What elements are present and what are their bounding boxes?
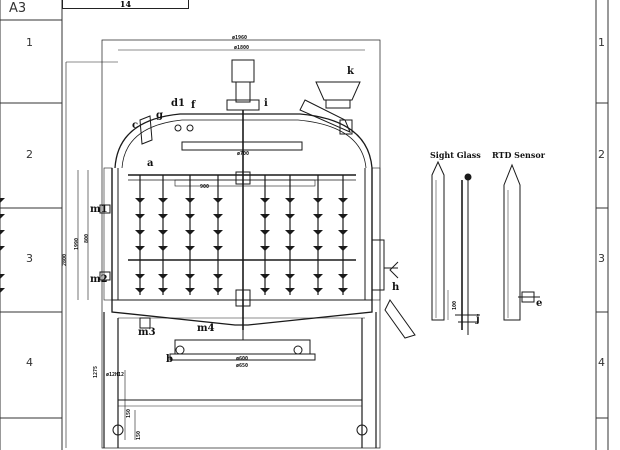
dim-100: 100 <box>452 300 458 310</box>
dim-1990: 1990 <box>74 237 80 250</box>
sight-glass-detail <box>431 160 480 335</box>
zone-left-4: 4 <box>26 356 33 369</box>
label-h: h <box>392 282 400 293</box>
label-m3: m3 <box>138 327 156 338</box>
label-m2: m2 <box>90 274 108 285</box>
dim-1960: ø1960 <box>232 35 248 41</box>
zone-right-4: 4 <box>598 356 605 369</box>
dim-900: 900 <box>200 184 210 190</box>
label-e: e <box>536 298 543 309</box>
rtd-sensor-title: RTD Sensor <box>492 150 545 160</box>
dim-650: ø650 <box>236 363 249 369</box>
zone-left-3: 3 <box>26 252 33 265</box>
label-m1: m1 <box>90 204 108 215</box>
dim-1800: ø1800 <box>234 45 250 51</box>
label-j: j <box>476 314 480 325</box>
sheet-size-label: A3 <box>9 1 27 16</box>
label-i: i <box>264 98 268 109</box>
label-c: c <box>132 120 139 131</box>
title-strip: 14 <box>62 0 189 9</box>
dim-2800: 2800 <box>62 253 68 266</box>
label-g: g <box>156 110 163 121</box>
hopper <box>299 81 361 133</box>
sight-glass-title: Sight Glass <box>430 150 481 160</box>
zone-left-1: 1 <box>26 36 33 49</box>
zone-right-1: 1 <box>598 36 605 49</box>
label-m4: m4 <box>197 323 215 334</box>
dim-800: 800 <box>84 233 90 243</box>
zone-right-2: 2 <box>598 148 605 161</box>
dim-600: ø600 <box>236 356 249 362</box>
dim-1275: 1275 <box>93 365 99 378</box>
dim-150: 150 <box>126 408 132 418</box>
dim-12h12: ø12H12 <box>106 372 125 378</box>
label-a: a <box>147 158 154 169</box>
agitator-rakes <box>139 175 344 295</box>
zone-right-3: 3 <box>598 252 605 265</box>
tank-body <box>65 39 381 449</box>
label-k: k <box>347 66 354 77</box>
dim-150-b: 150 <box>136 430 142 440</box>
zone-left-2: 2 <box>26 148 33 161</box>
nozzles <box>99 115 416 440</box>
rake-teeth <box>0 198 348 293</box>
rtd-sensor-detail <box>503 163 540 321</box>
dim-700: ø700 <box>237 151 250 157</box>
label-d1: d1 <box>171 98 185 109</box>
label-b: b <box>166 354 173 365</box>
label-f: f <box>191 100 196 111</box>
